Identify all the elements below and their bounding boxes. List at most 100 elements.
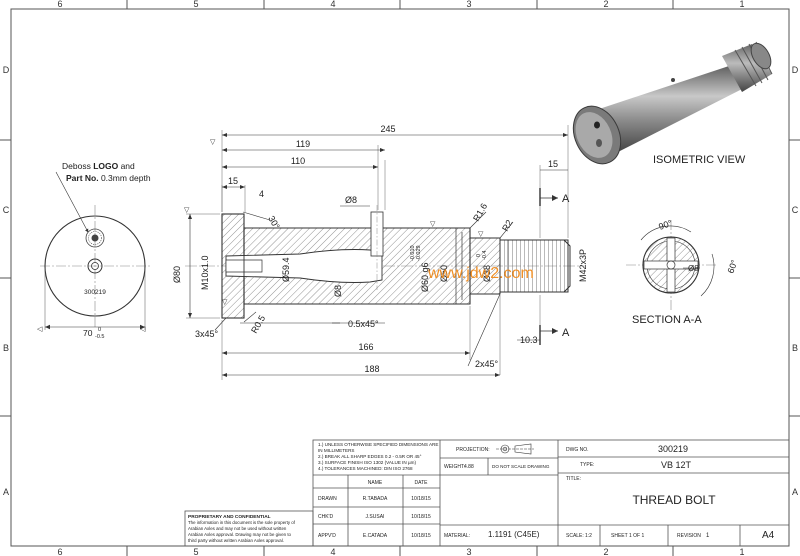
tb-material-label: MATERIAL: <box>444 533 470 539</box>
dim-dia38-tol-up: 0 <box>476 254 482 257</box>
dim-r2: R2 <box>500 218 514 233</box>
dim-dia60: Ø60 g6 <box>420 262 430 292</box>
dim-119: 119 <box>296 139 310 149</box>
tb-note: 1.) UNLESS OTHERWISE SPECIFIED DIMENSION… <box>318 442 438 447</box>
tb-material-value: 1.1191 (C45E) <box>488 530 540 539</box>
dim-4: 4 <box>259 189 264 199</box>
tb-prop-line: The information in this document is the … <box>188 520 296 525</box>
main-section-view: 245 119 110 15 4 30° Ø8 R1.6 R2 15 Ø80 M… <box>172 124 588 380</box>
tb-prop-title: PROPRIETARY AND CONFIDENTIAL <box>188 514 271 520</box>
zone-row-label: A <box>3 487 9 497</box>
tb-size: A4 <box>762 530 775 541</box>
tb-weight-value: 4.88 <box>464 464 474 470</box>
tb-col-name: NAME <box>368 480 383 486</box>
zone-row-label: C <box>3 205 10 215</box>
tb-revision-label: REVISION <box>677 533 701 539</box>
surface-symbol: ▽ <box>478 231 484 238</box>
dim-width-tol: 0 <box>98 327 101 333</box>
dim-dia38-tol-low: -0.4 <box>482 251 488 260</box>
dim-chamfer-05x45: 0.5x45° <box>348 319 379 329</box>
zone-row-label: D <box>792 65 799 75</box>
tb-dwgno-label: DWG NO. <box>566 447 589 453</box>
dim-chamfer-3x45: 3x45° <box>195 329 219 339</box>
dim-188: 188 <box>364 364 379 374</box>
isometric-view-title: ISOMETRIC VIEW <box>653 154 746 166</box>
zone-col-label: 4 <box>330 0 335 9</box>
zone-row-label: B <box>3 343 9 353</box>
tb-weight-label: WEIGHT: <box>444 464 465 470</box>
logo-icon <box>85 228 105 248</box>
surface-symbol: ▽ <box>184 207 190 214</box>
tb-no-scale: DO NOT SCALE DRAWING <box>492 464 550 469</box>
dim-dia50: Ø50 <box>439 265 449 282</box>
section-dia8: Ø8 <box>688 264 699 273</box>
dim-width-70: 70 <box>83 328 93 338</box>
section-label-top: A <box>562 193 570 205</box>
tb-scale-label: SCALE: <box>566 533 584 539</box>
zone-col-label: 6 <box>57 547 62 556</box>
zone-col-label: 4 <box>330 547 335 556</box>
tb-prop-line: Arabian Axles and may not be used withou… <box>188 526 287 531</box>
dim-10-3: 10.3 <box>520 335 538 345</box>
surface-symbol: ▽ <box>210 139 216 146</box>
tb-role: DRAWN <box>318 496 337 502</box>
zone-col-label: 3 <box>466 547 471 556</box>
isometric-view: ISOMETRIC VIEW <box>572 41 773 166</box>
dim-15-left: 15 <box>228 176 238 186</box>
section-cut-marker: A A <box>539 188 570 345</box>
dim-dia38: Ø38 <box>482 265 492 282</box>
zone-row-label: C <box>792 205 799 215</box>
dim-r05: R0.5 <box>249 314 267 335</box>
surface-symbol: ◁ <box>140 326 146 333</box>
tb-type-value: VB 12T <box>661 460 692 470</box>
tb-name: E.CATADA <box>363 533 388 539</box>
section-angle-60: 60° <box>725 258 739 275</box>
dim-dia60-tol-low: -0.029 <box>416 245 422 261</box>
tb-role: APPV'D <box>318 533 336 539</box>
tb-scale-value: 1:2 <box>585 533 592 539</box>
dim-m10: M10x1.0 <box>200 255 210 290</box>
dim-dia594: Ø59.4 <box>281 257 291 282</box>
tb-note: 3.) SURFACE FINISH ISO 1302 (VALUE IN µm… <box>318 460 417 465</box>
tb-title-label: TITLE: <box>566 476 581 482</box>
surface-symbol: ▽ <box>222 299 228 306</box>
dim-dia60-tol-up: -0.010 <box>410 245 416 261</box>
dimension-lines <box>189 134 568 376</box>
section-aa-title: SECTION A-A <box>632 314 702 326</box>
deboss-note: Deboss LOGO and Part No. 0.3mm depth <box>62 161 151 183</box>
zone-row-label: B <box>792 343 798 353</box>
section-aa-view: 90° 60° Ø8 SECTION A-A <box>626 218 740 326</box>
tb-type-label: TYPE: <box>580 462 594 468</box>
tb-prop-line: Arabian Axles approval. Drawing may not … <box>188 532 292 537</box>
zone-labels: 6 5 4 3 2 1 6 5 4 3 2 1 D C B A D C B A <box>3 0 799 556</box>
zone-row-label: D <box>3 65 10 75</box>
zone-col-label: 5 <box>193 547 198 556</box>
projection-symbol-icon <box>496 443 534 455</box>
title-block <box>184 439 790 547</box>
tb-note: 4.) TOLERANCES MACHINED: DIN ISO 2768 <box>318 466 413 471</box>
tb-role: CHK'D <box>318 514 334 520</box>
dim-dia8-top: Ø8 <box>345 195 357 205</box>
section-angle-90: 90° <box>657 218 674 232</box>
zone-row-label: A <box>792 487 798 497</box>
tb-col-date: DATE <box>415 480 429 486</box>
tb-date: 10/18/15 <box>411 514 431 520</box>
dim-dia8-mid: Ø8 <box>333 285 343 297</box>
tb-revision-value: 1 <box>706 533 710 539</box>
tb-prop-line: third party without written Arabian Axle… <box>188 538 284 543</box>
dim-15-right: 15 <box>548 159 558 169</box>
tb-projection-label: PROJECTION: <box>456 447 490 453</box>
tb-title-value: THREAD BOLT <box>632 493 716 507</box>
dim-thread: M42x3P <box>578 249 588 282</box>
tb-date: 10/18/15 <box>411 533 431 539</box>
surface-symbol: ▽ <box>430 221 436 228</box>
dim-dia80: Ø80 <box>172 266 182 283</box>
zone-col-label: 1 <box>739 547 744 556</box>
dim-110: 110 <box>291 156 305 166</box>
dim-width-tol-lower: -0.5 <box>95 334 104 340</box>
zone-col-label: 1 <box>739 0 744 9</box>
zone-col-label: 5 <box>193 0 198 9</box>
tb-name: J.SUSAI <box>366 514 385 520</box>
tb-note: 2.) BREAK ALL SHARP EDGES 0.2 - 0.5R OR … <box>318 454 422 459</box>
